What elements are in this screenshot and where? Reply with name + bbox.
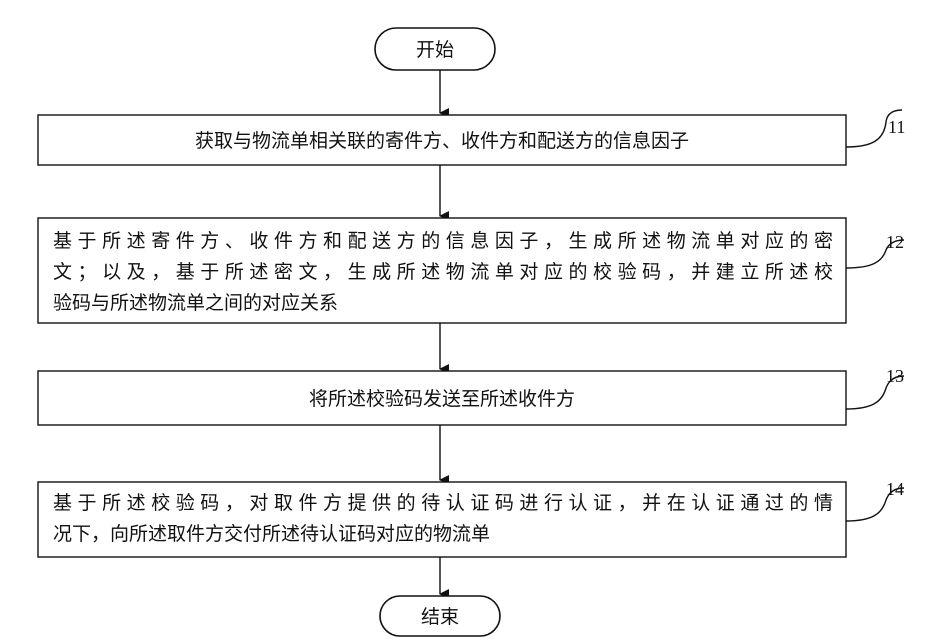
start-terminal: 开始 (375, 28, 495, 70)
step-box-11: 获取与物流单相关联的寄件方、收件方和配送方的信息因子 (38, 115, 846, 165)
step-box-13: 将所述校验码发送至所述收件方 (38, 371, 846, 425)
start-label: 开始 (416, 39, 454, 61)
step-14-line-2: 况下，向所述取件方交付所述待认证码对应的物流单 (53, 523, 490, 545)
end-label: 结束 (421, 606, 459, 628)
step-12-line-3: 验码与所述物流单之间的对应关系 (53, 292, 338, 314)
step-13-line-1: 将所述校验码发送至所述收件方 (309, 388, 575, 410)
step-number-11: 11 (888, 117, 905, 137)
step-number-12: 12 (886, 232, 904, 252)
step-box-12: 基于所述寄件方、收件方和配送方的信息因子，生成所述物流单对应的密 文；以及，基于… (38, 218, 846, 323)
step-box-14: 基于所述校验码，对取件方提供的待认证码进行认证，并在认证通过的情 况下，向所述取… (38, 482, 846, 557)
step-number-14: 14 (886, 479, 904, 499)
step-number-13: 13 (886, 366, 904, 386)
end-terminal: 结束 (380, 596, 500, 636)
step-11-line-1: 获取与物流单相关联的寄件方、收件方和配送方的信息因子 (195, 130, 689, 152)
